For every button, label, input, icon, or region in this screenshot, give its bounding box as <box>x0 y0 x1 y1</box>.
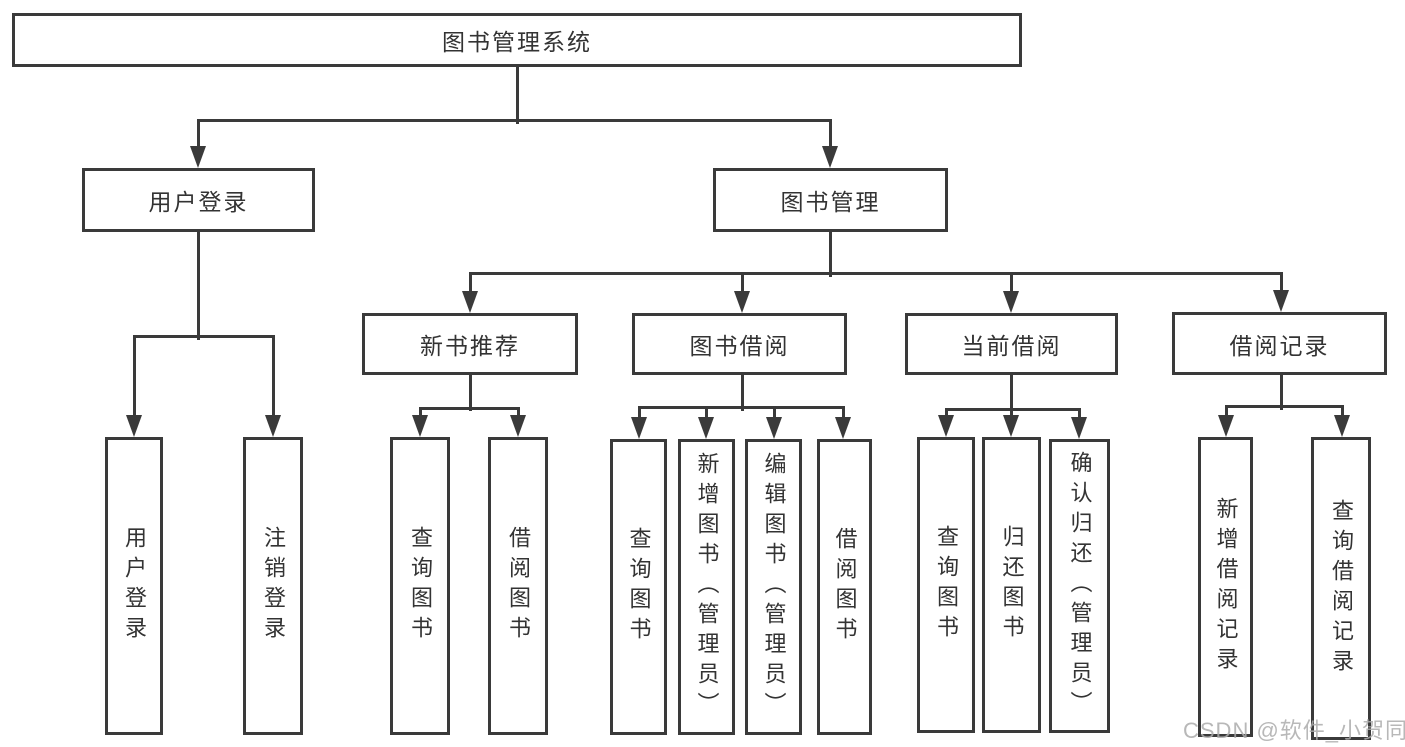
node-label: 查询图书 <box>934 525 959 645</box>
arrowhead <box>1003 291 1019 313</box>
connector-line <box>1010 374 1013 412</box>
connector-line <box>945 408 948 417</box>
node-leaf-query-book-3: 查询图书 <box>917 437 975 733</box>
connector-line <box>197 119 200 148</box>
node-label: 归还图书 <box>999 525 1025 645</box>
node-label: 新书推荐 <box>420 333 520 359</box>
node-borrowing-records: 借阅记录 <box>1172 312 1387 375</box>
node-label: 借阅记录 <box>1229 332 1330 359</box>
arrowhead <box>1273 290 1289 312</box>
connector-line <box>1078 408 1081 419</box>
arrowhead <box>938 415 954 437</box>
arrowhead <box>462 291 478 313</box>
arrowhead <box>698 417 714 439</box>
node-leaf-confirm-return: 确认归还（管理员） <box>1049 439 1110 733</box>
node-label: 图书管理 <box>780 189 881 215</box>
node-label: 图书管理系统 <box>442 29 592 55</box>
node-leaf-borrow-book-1: 借阅图书 <box>488 437 548 735</box>
arrowhead <box>1003 415 1019 437</box>
connector-line <box>945 408 1081 411</box>
connector-line <box>1280 374 1283 410</box>
node-label: 用户登录 <box>122 526 147 646</box>
arrowhead <box>1218 415 1234 437</box>
connector-line <box>469 272 1283 275</box>
node-label: 新增借阅记录 <box>1213 497 1239 677</box>
node-current-borrowing: 当前借阅 <box>905 313 1118 375</box>
arrowhead <box>190 146 206 168</box>
connector-line <box>1010 408 1013 417</box>
connector-line <box>469 272 472 293</box>
node-leaf-user-login: 用户登录 <box>105 437 163 735</box>
node-leaf-borrow-book-2: 借阅图书 <box>817 439 872 735</box>
node-book-management: 图书管理 <box>713 168 948 232</box>
arrowhead <box>510 415 526 437</box>
connector-line <box>469 374 472 411</box>
arrowhead <box>1071 417 1087 439</box>
arrowhead <box>766 417 782 439</box>
connector-line <box>1280 272 1283 292</box>
connector-line <box>829 119 832 148</box>
arrowhead <box>835 417 851 439</box>
node-leaf-query-borrow-record: 查询借阅记录 <box>1311 437 1371 740</box>
node-leaf-return-book: 归还图书 <box>982 437 1041 733</box>
connector-line <box>272 335 275 417</box>
node-label: 查询图书 <box>626 527 652 647</box>
connector-line <box>197 119 832 122</box>
node-label: 借阅图书 <box>506 526 531 646</box>
arrowhead <box>412 415 428 437</box>
arrowhead <box>822 146 838 168</box>
connector-line <box>197 232 200 340</box>
arrowhead <box>734 291 750 313</box>
connector-line <box>419 407 422 417</box>
node-label: 新增图书（管理员） <box>694 452 720 722</box>
node-leaf-edit-book: 编辑图书（管理员） <box>745 439 802 735</box>
connector-line <box>133 335 136 417</box>
node-leaf-add-borrow-record: 新增借阅记录 <box>1198 437 1253 737</box>
arrowhead <box>631 417 647 439</box>
node-user-login: 用户登录 <box>82 168 315 232</box>
arrowhead <box>126 415 142 437</box>
connector-line <box>133 335 275 338</box>
arrowhead <box>265 415 281 437</box>
node-label: 查询借阅记录 <box>1329 498 1354 679</box>
node-new-book-recommend: 新书推荐 <box>362 313 578 375</box>
node-label: 借阅图书 <box>832 527 858 647</box>
node-label: 用户登录 <box>148 189 249 215</box>
node-label: 编辑图书（管理员） <box>761 452 787 722</box>
arrowhead <box>1334 415 1350 437</box>
connector-line <box>829 232 832 277</box>
connector-line <box>1225 405 1344 408</box>
node-book-borrowing: 图书借阅 <box>632 313 847 375</box>
node-label: 注销登录 <box>261 526 286 646</box>
connector-line <box>842 406 845 419</box>
node-leaf-add-book: 新增图书（管理员） <box>678 439 735 735</box>
connector-line <box>517 407 520 417</box>
connector-line <box>1010 272 1013 293</box>
node-label: 图书借阅 <box>689 333 790 359</box>
connector-line <box>705 406 708 419</box>
node-leaf-logout: 注销登录 <box>243 437 303 735</box>
connector-line <box>1225 405 1228 417</box>
connector-line <box>638 406 641 419</box>
connector-line <box>773 406 776 419</box>
node-root: 图书管理系统 <box>12 13 1022 67</box>
node-leaf-query-book-1: 查询图书 <box>390 437 450 735</box>
connector-line <box>741 374 744 411</box>
node-label: 确认归还（管理员） <box>1067 451 1093 721</box>
node-label: 查询图书 <box>408 526 433 646</box>
watermark: CSDN @软件_小贺同学 <box>1183 718 1405 743</box>
connector-line <box>741 272 744 293</box>
connector-line <box>516 67 519 124</box>
connector-line <box>1341 405 1344 417</box>
node-label: 当前借阅 <box>961 333 1062 359</box>
node-leaf-query-book-2: 查询图书 <box>610 439 667 735</box>
